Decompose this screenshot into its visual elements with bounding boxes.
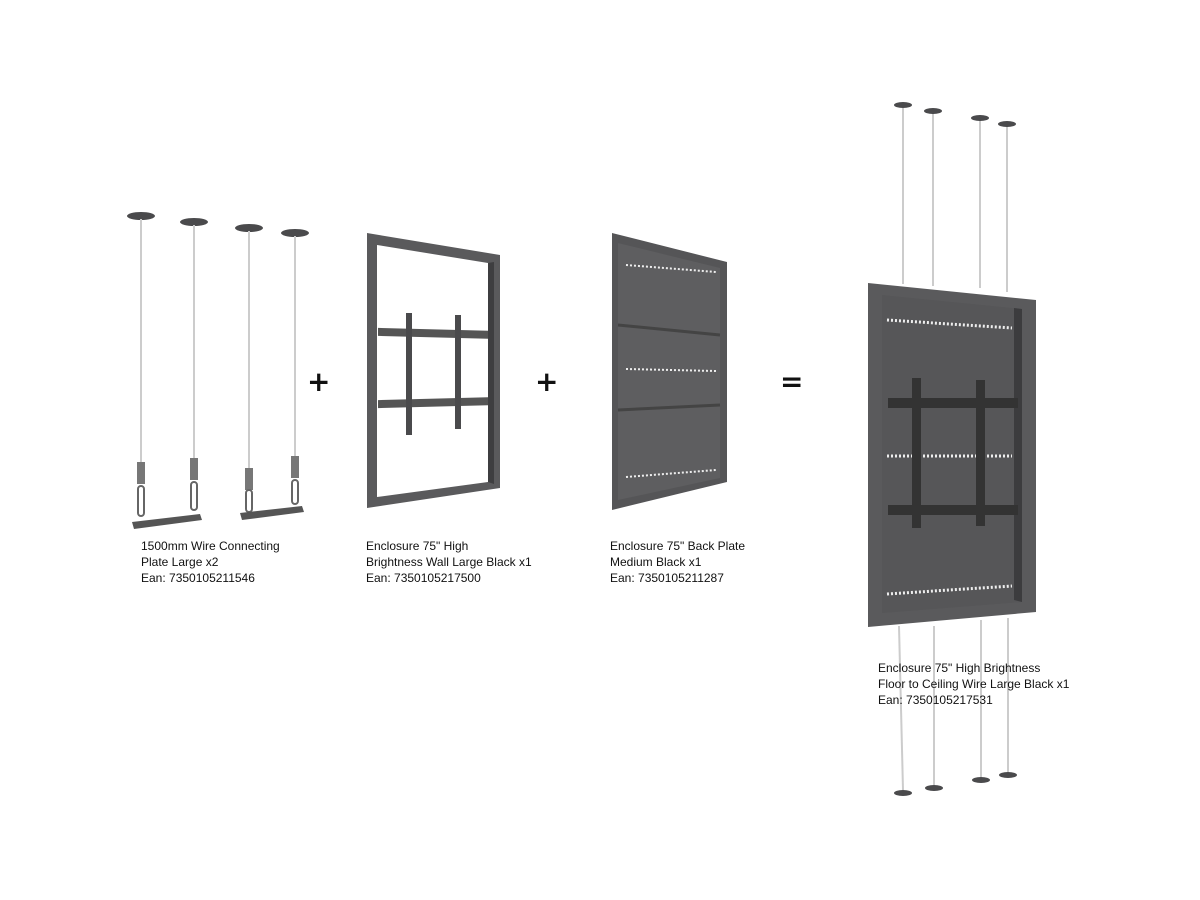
back-plate-illustration <box>612 233 727 510</box>
product-label-assembled: Enclosure 75" High Brightness Floor to C… <box>878 660 1069 708</box>
product-name-line1: 1500mm Wire Connecting <box>141 539 280 553</box>
plus-operator-1: + <box>307 365 331 398</box>
product-ean: Ean: 7350105217531 <box>878 693 993 707</box>
product-name-line1: Enclosure 75" Back Plate <box>610 539 745 553</box>
product-ean: Ean: 7350105211287 <box>610 571 724 585</box>
product-name-line1: Enclosure 75" High Brightness <box>878 661 1041 675</box>
product-ean: Ean: 7350105211546 <box>141 571 255 585</box>
plus-operator-2: + <box>535 365 559 398</box>
product-name-line2: Medium Black x1 <box>610 555 702 569</box>
product-ean: Ean: 7350105217500 <box>366 571 481 585</box>
product-label-wire-kit: 1500mm Wire Connecting Plate Large x2 Ea… <box>141 538 280 586</box>
product-label-back-plate: Enclosure 75" Back Plate Medium Black x1… <box>610 538 745 586</box>
product-name-line2: Floor to Ceiling Wire Large Black x1 <box>878 677 1070 691</box>
product-name-line2: Plate Large x2 <box>141 555 219 569</box>
product-name-line2: Brightness Wall Large Black x1 <box>366 555 532 569</box>
enclosure-frame-illustration <box>367 233 500 508</box>
equals-operator: = <box>780 365 804 398</box>
assembled-enclosure-illustration <box>868 102 1036 796</box>
product-label-enclosure-frame: Enclosure 75" High Brightness Wall Large… <box>366 538 532 586</box>
wire-kit-illustration <box>127 212 309 529</box>
product-name-line1: Enclosure 75" High <box>366 539 469 553</box>
